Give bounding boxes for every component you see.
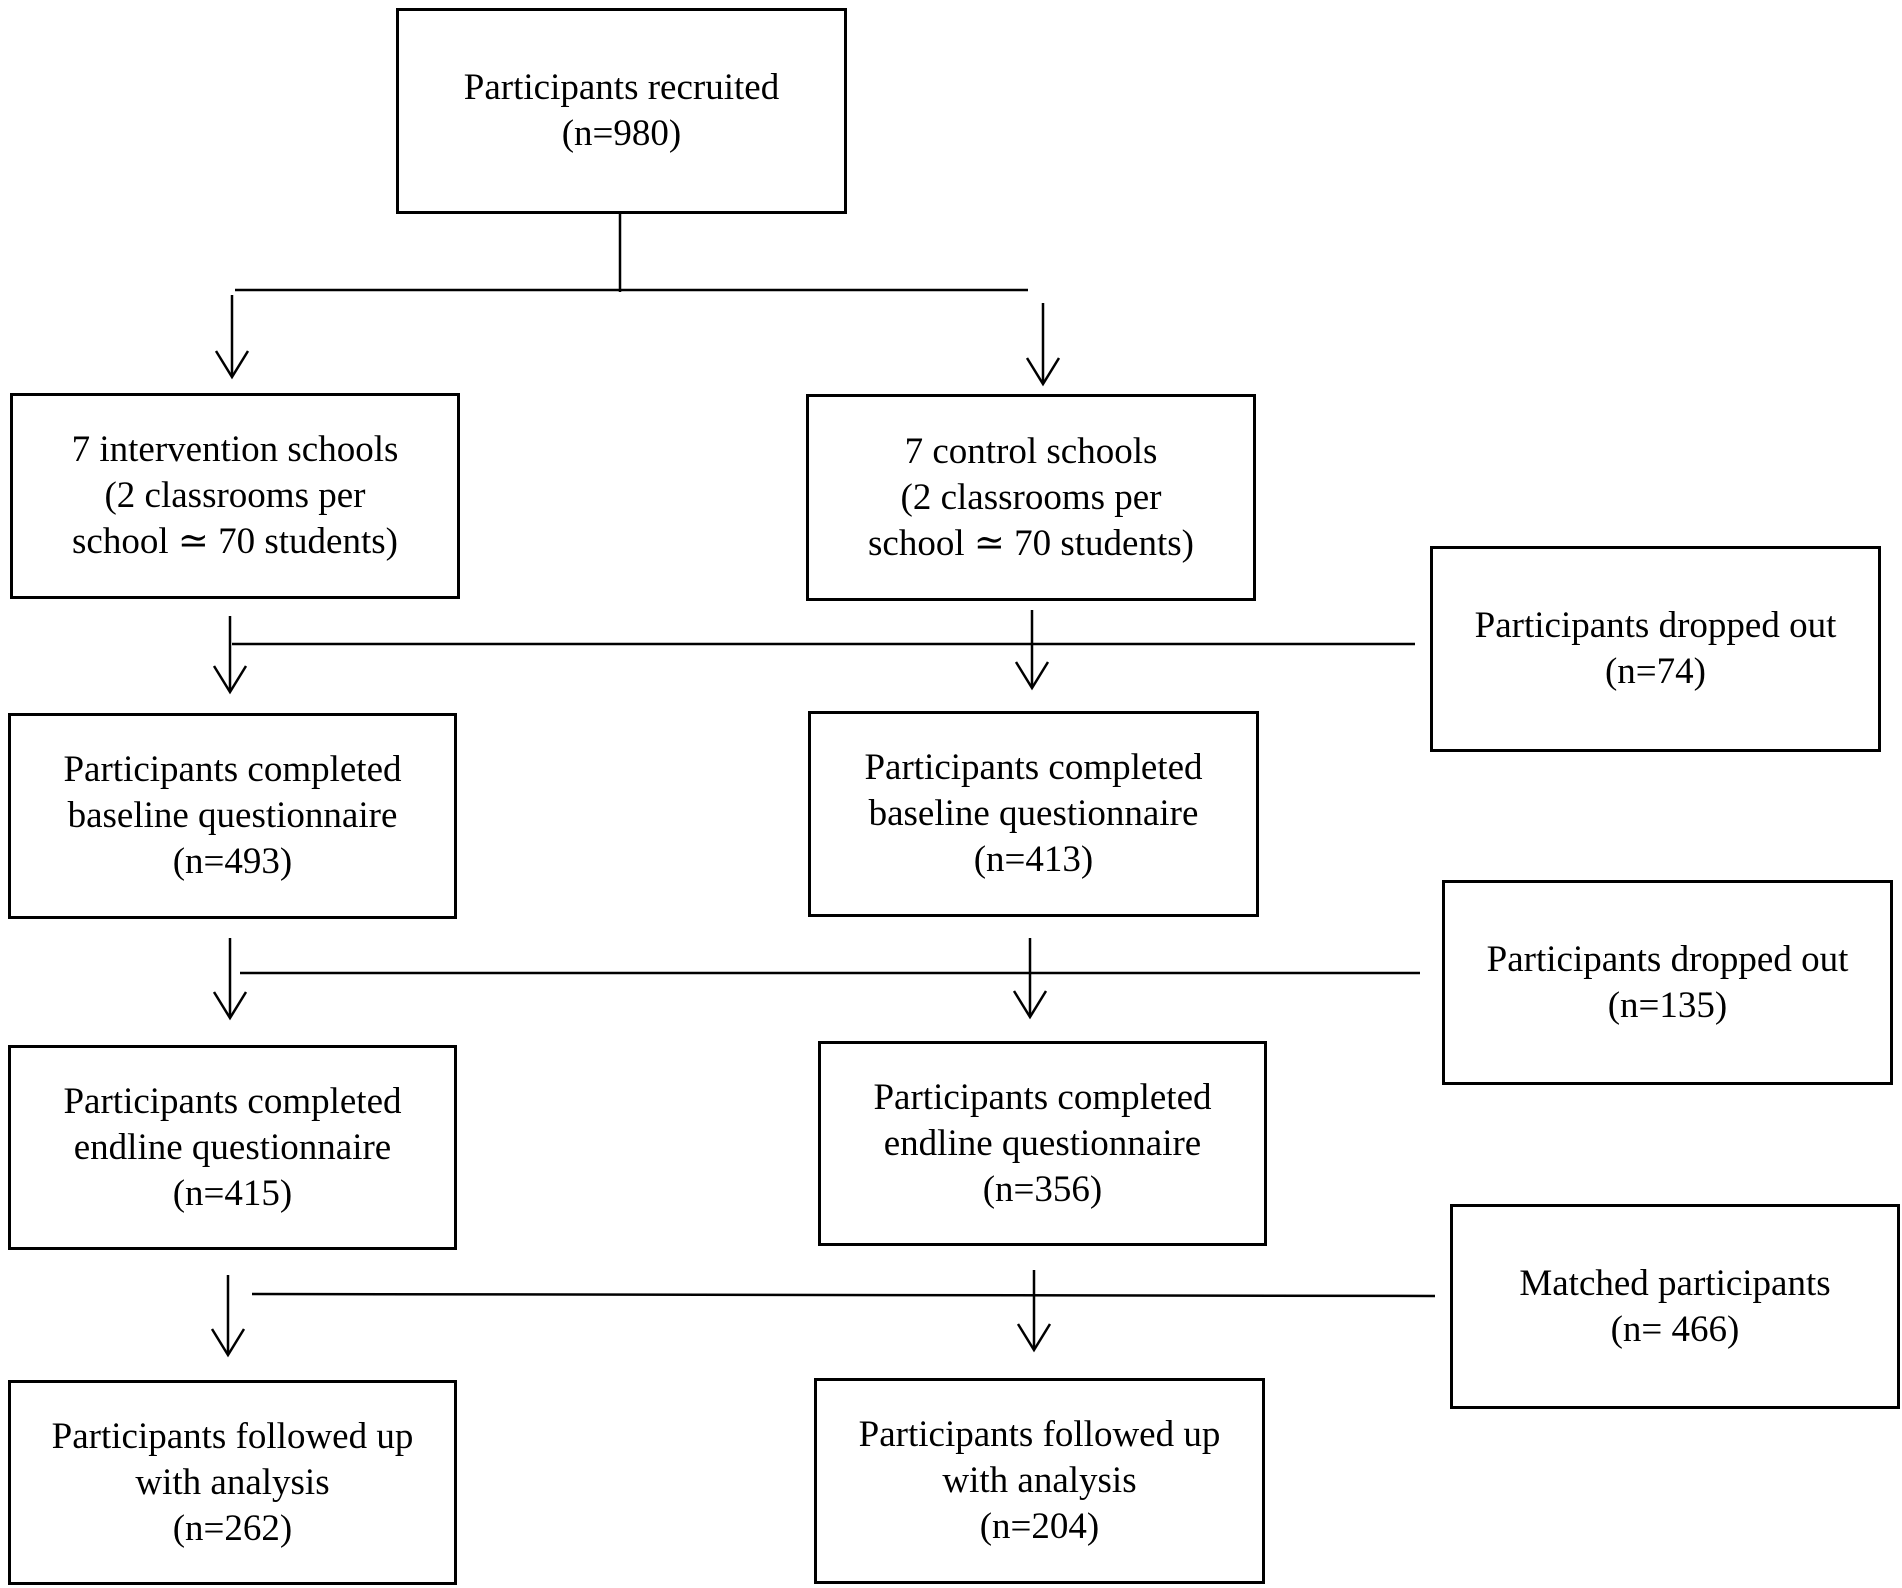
intervention-baseline-box: Participants completed baseline question… (8, 713, 457, 919)
control-endline-text: Participants completed endline questionn… (873, 1076, 1212, 1210)
arrowhead-intervention-baseline (212, 665, 248, 695)
control-endline-box: Participants completed endline questionn… (818, 1041, 1267, 1246)
intervention-baseline-text: Participants completed baseline question… (63, 749, 402, 882)
dropped-out-1-box: Participants dropped out (n=74) (1430, 546, 1881, 752)
dropped-out-1-text: Participants dropped out (n=74) (1474, 605, 1837, 692)
control-schools-text: 7 control schools (2 classrooms per scho… (868, 430, 1194, 564)
intervention-schools-text: 7 intervention schools (2 classrooms per… (71, 429, 399, 562)
arrowhead-control-endline (1012, 990, 1048, 1020)
matched-text: Matched participants (n= 466) (1519, 1262, 1831, 1350)
intervention-endline-box: Participants completed endline questionn… (8, 1045, 457, 1250)
connector-matched (251, 1292, 1436, 1298)
intervention-followup-box: Participants followed up with analysis (… (8, 1380, 457, 1585)
control-followup-text: Participants followed up with analysis (… (858, 1414, 1221, 1547)
arrowhead-intervention-schools (214, 350, 250, 380)
arrowhead-control-followup (1016, 1323, 1052, 1353)
arrowhead-intervention-followup (210, 1328, 246, 1358)
intervention-followup-text: Participants followed up with analysis (… (51, 1415, 414, 1549)
recruited-text: Participants recruited (n=980) (463, 67, 780, 154)
control-schools-box: 7 control schools (2 classrooms per scho… (806, 394, 1256, 601)
dropped-out-2-box: Participants dropped out (n=135) (1442, 880, 1893, 1085)
recruited-box: Participants recruited (n=980) (396, 8, 847, 214)
dropped-out-2-text: Participants dropped out (n=135) (1486, 938, 1849, 1026)
control-baseline-text: Participants completed baseline question… (864, 747, 1203, 880)
arrowhead-control-baseline (1014, 661, 1050, 691)
control-baseline-box: Participants completed baseline question… (808, 711, 1259, 917)
intervention-schools-box: 7 intervention schools (2 classrooms per… (10, 393, 460, 599)
intervention-endline-text: Participants completed endline questionn… (63, 1080, 402, 1214)
matched-box: Matched participants (n= 466) (1450, 1204, 1900, 1409)
control-followup-box: Participants followed up with analysis (… (814, 1378, 1265, 1584)
arrowhead-intervention-endline (212, 991, 248, 1021)
arrowhead-control-schools (1025, 357, 1061, 387)
